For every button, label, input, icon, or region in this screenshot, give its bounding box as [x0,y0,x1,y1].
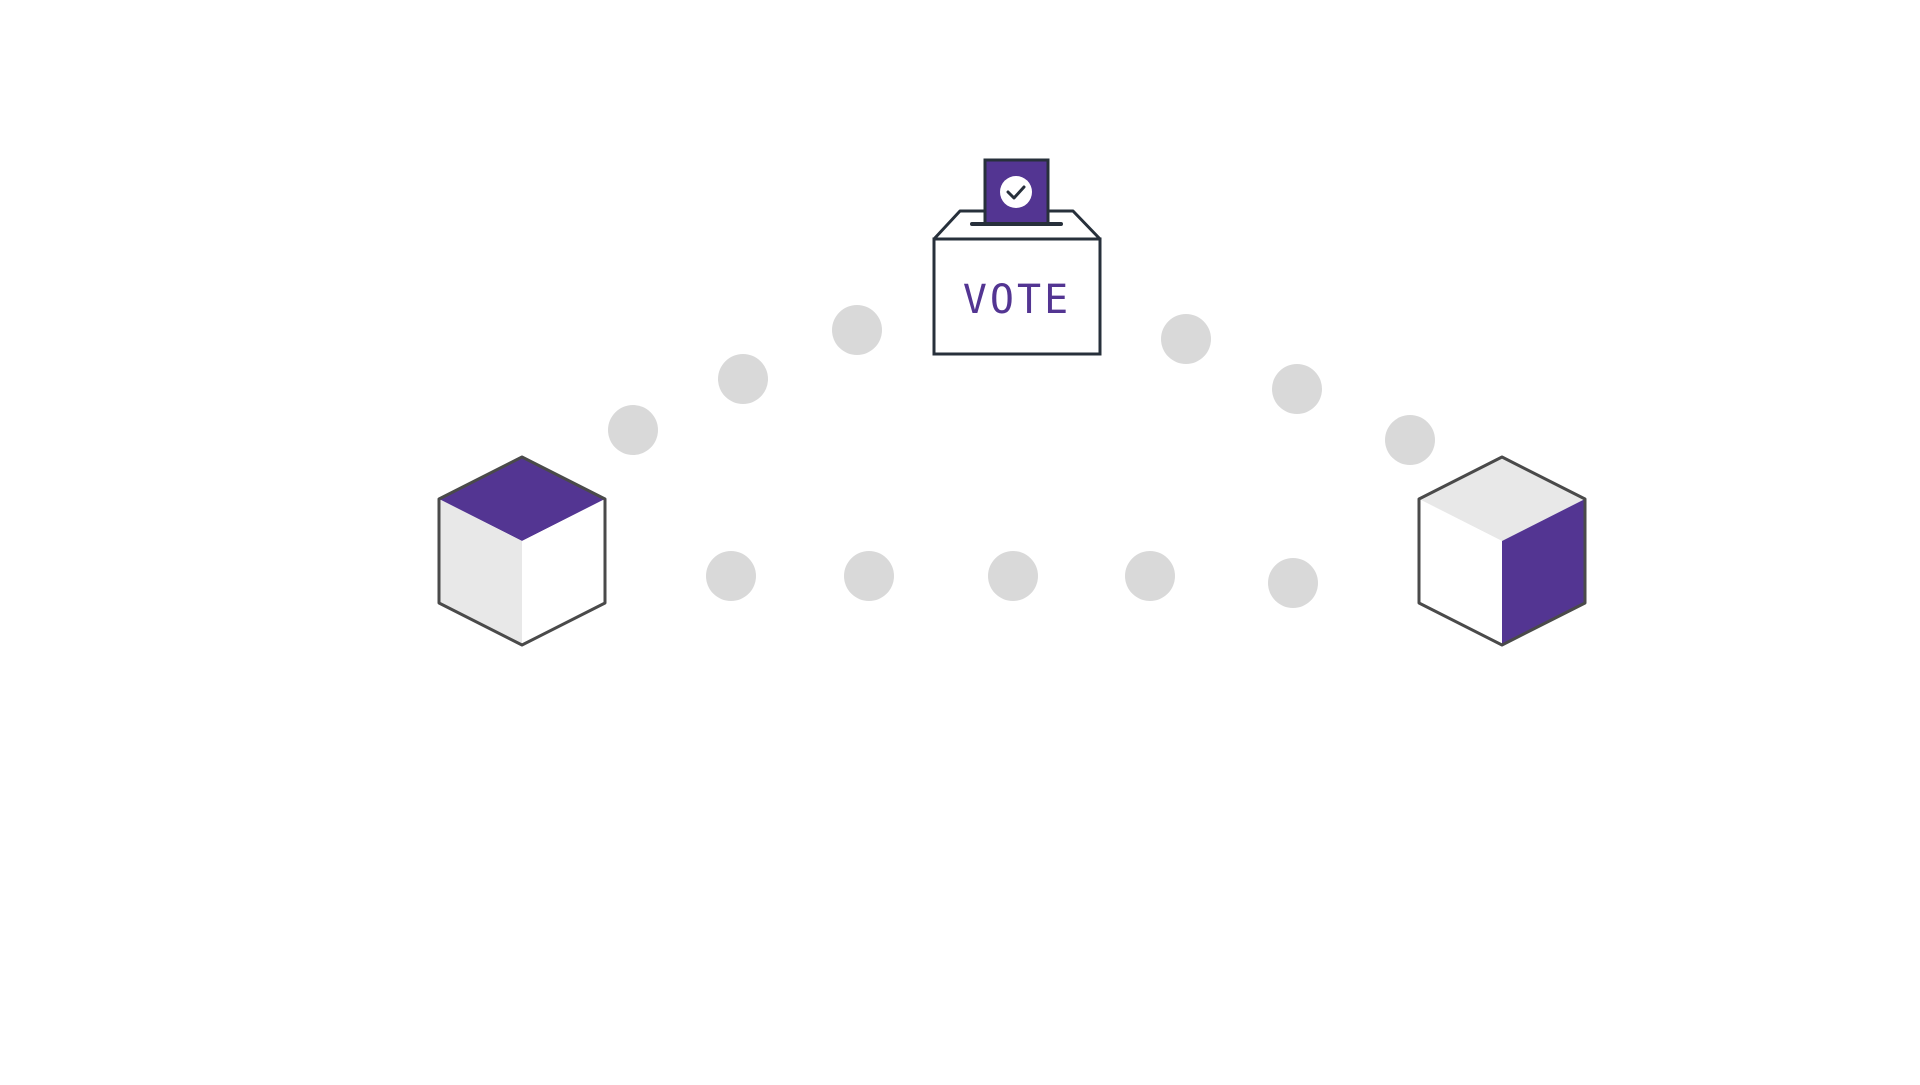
ballot-box-body [932,237,1102,356]
path-dot [1272,364,1322,414]
check-circle-icon [1000,176,1032,208]
upper-right-dot-path [1161,314,1435,465]
ballot-paper [983,158,1050,226]
left-cube-outline [437,455,607,647]
right-cube [1417,455,1587,647]
upper-left-dot-path [608,305,882,455]
path-dot [1125,551,1175,601]
path-dot [1161,314,1211,364]
path-dot [706,551,756,601]
path-dot [1385,415,1435,465]
left-cube-left-face [439,499,522,645]
path-dot [832,305,882,355]
right-cube-right-face [1502,499,1585,645]
left-cube-right-face [522,499,605,645]
path-dot [608,405,658,455]
path-dot [718,354,768,404]
path-dot [844,551,894,601]
vote-label: VOTE [963,277,1071,323]
path-dot [988,551,1038,601]
bottom-dot-path [706,551,1318,608]
path-dot [1268,558,1318,608]
ballot-box: VOTE [932,158,1102,356]
right-cube-outline [1417,455,1587,647]
right-cube-left-face [1419,499,1502,645]
left-cube [437,455,607,647]
